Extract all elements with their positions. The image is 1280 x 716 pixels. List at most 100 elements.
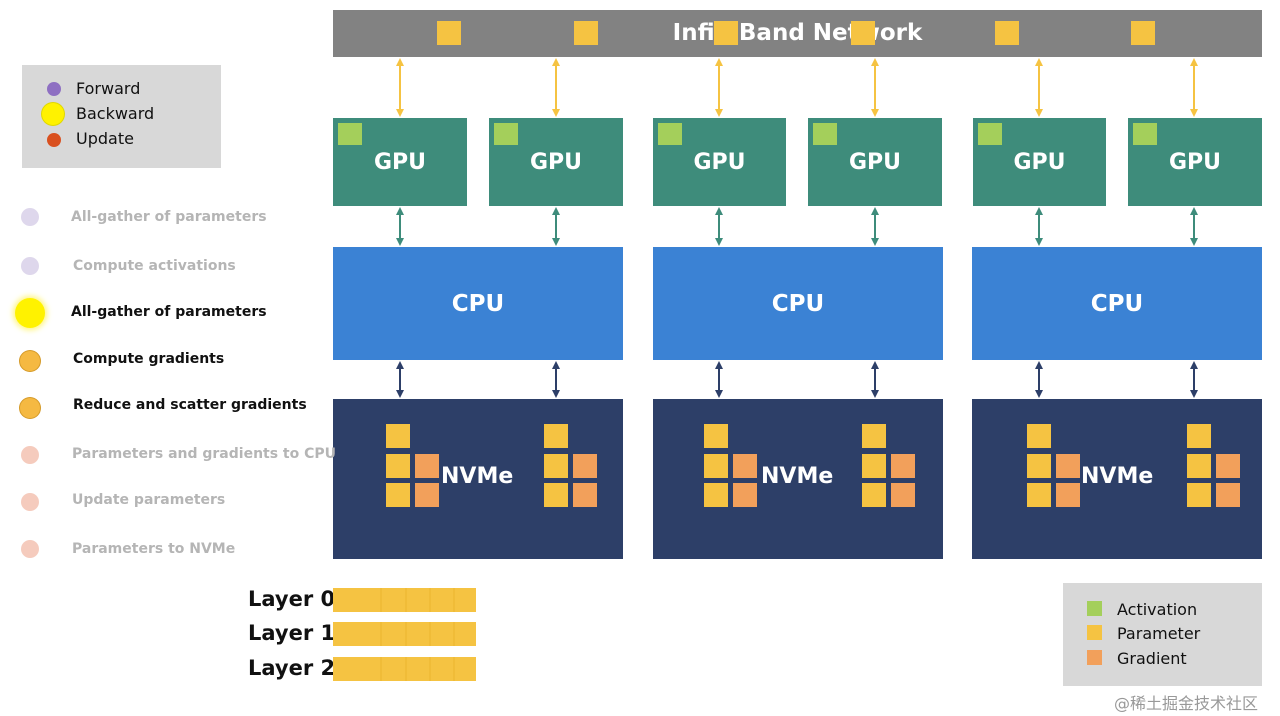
- legend-forward-dot: [47, 82, 61, 96]
- nvme-gradient-block: [891, 483, 915, 507]
- step-dot: [21, 540, 39, 558]
- gpu-label: GPU: [373, 149, 427, 175]
- layer-bar-segments: [380, 588, 455, 681]
- nvme-gradient-block: [1216, 483, 1240, 507]
- nvme-gradient-block: [415, 483, 439, 507]
- nvme-parameter-block: [1187, 454, 1211, 478]
- nvme-gradient-block: [733, 454, 757, 478]
- network-parameter-block: [574, 21, 598, 45]
- layer-label: Layer 2: [248, 656, 336, 680]
- layer-label: Layer 0: [248, 587, 336, 611]
- layer-bar: [333, 588, 476, 612]
- activation-block: [658, 123, 682, 145]
- legend-parameter-label: Parameter: [1117, 624, 1201, 643]
- nvme-label: NVMe: [441, 464, 514, 489]
- step-label-active: Compute gradients: [73, 351, 225, 367]
- gpu-label: GPU: [693, 149, 746, 175]
- nvme-parameter-block: [1027, 454, 1051, 478]
- cpu-label: CPU: [1090, 290, 1144, 317]
- nvme-parameter-block: [544, 454, 568, 478]
- activation-block: [813, 123, 837, 145]
- gpu-box: GPU: [489, 118, 623, 206]
- cpu-box: CPU: [333, 247, 623, 360]
- nvme-gradient-block: [733, 483, 757, 507]
- gpu-box: GPU: [808, 118, 942, 206]
- step-dot: [21, 208, 39, 226]
- network-parameter-block: [714, 21, 738, 45]
- gpu-box: GPU: [653, 118, 786, 206]
- step-label: All-gather of parameters: [71, 209, 267, 225]
- nvme-parameter-block: [1187, 424, 1211, 448]
- layer-bar: [333, 622, 476, 646]
- step-label: Update parameters: [72, 492, 226, 508]
- gpu-label: GPU: [529, 149, 583, 175]
- nvme-parameter-block: [704, 424, 728, 448]
- step-label: Parameters and gradients to CPU: [72, 446, 337, 462]
- nvme-box: [972, 399, 1262, 559]
- nvme-parameter-block: [544, 424, 568, 448]
- step-dot: [21, 493, 39, 511]
- activation-block: [1133, 123, 1157, 145]
- cpu-box: CPU: [653, 247, 943, 360]
- legend-activation-label: Activation: [1117, 600, 1198, 619]
- watermark: @稀土掘金技术社区: [1114, 694, 1259, 713]
- nvme-box: [653, 399, 943, 559]
- step-dot-active: [20, 398, 40, 418]
- nvme-gradient-block: [1216, 454, 1240, 478]
- legend-backward-dot: [42, 103, 64, 125]
- cpu-label: CPU: [451, 290, 505, 317]
- network-parameter-block: [851, 21, 875, 45]
- nvme-parameter-block: [862, 483, 886, 507]
- nvme-parameter-block: [1027, 483, 1051, 507]
- step-dot-active: [15, 298, 45, 328]
- nvme-parameter-block: [544, 483, 568, 507]
- step-dot: [21, 257, 39, 275]
- layer-label: Layer 1: [248, 621, 336, 645]
- gpu-box: GPU: [333, 118, 467, 206]
- legend-forward-label: Forward: [76, 79, 141, 98]
- legend-activation-swatch: [1087, 601, 1102, 616]
- legend-backward-label: Backward: [76, 104, 155, 123]
- nvme-gradient-block: [1056, 483, 1080, 507]
- step-dot-active: [20, 351, 40, 371]
- nvme-box: [333, 399, 623, 559]
- legend-gradient-label: Gradient: [1117, 649, 1187, 668]
- nvme-label: NVMe: [761, 464, 834, 489]
- nvme-parameter-block: [862, 424, 886, 448]
- nvme-gradient-block: [573, 483, 597, 507]
- gpu-label: GPU: [1013, 149, 1066, 175]
- nvme-parameter-block: [386, 483, 410, 507]
- nvme-gradient-block: [573, 454, 597, 478]
- nvme-parameter-block: [386, 424, 410, 448]
- step-label: Compute activations: [73, 258, 236, 274]
- step-dot: [21, 446, 39, 464]
- activation-block: [494, 123, 518, 145]
- gpu-label: GPU: [848, 149, 902, 175]
- activation-block: [338, 123, 362, 145]
- nvme-parameter-block: [1187, 483, 1211, 507]
- legend-update-label: Update: [76, 129, 134, 148]
- step-label: Parameters to NVMe: [72, 541, 236, 557]
- nvme-gradient-block: [891, 454, 915, 478]
- legend-update-dot: [47, 133, 61, 147]
- nvme-parameter-block: [862, 454, 886, 478]
- step-label-active: All-gather of parameters: [71, 304, 267, 320]
- gpu-label: GPU: [1168, 149, 1222, 175]
- nvme-gradient-block: [415, 454, 439, 478]
- gpu-box: GPU: [1128, 118, 1262, 206]
- step-label-active: Reduce and scatter gradients: [73, 397, 307, 413]
- nvme-label: NVMe: [1081, 464, 1154, 489]
- legend-gradient-swatch: [1087, 650, 1102, 665]
- network-parameter-block: [1131, 21, 1155, 45]
- nvme-parameter-block: [704, 483, 728, 507]
- activation-block: [978, 123, 1002, 145]
- gpu-box: GPU: [973, 118, 1106, 206]
- network-parameter-block: [437, 21, 461, 45]
- cpu-label: CPU: [771, 290, 825, 317]
- cpu-box: CPU: [972, 247, 1262, 360]
- layer-bar: [333, 657, 476, 681]
- infiniband-network-bar: [333, 10, 1262, 57]
- nvme-parameter-block: [1027, 424, 1051, 448]
- nvme-parameter-block: [386, 454, 410, 478]
